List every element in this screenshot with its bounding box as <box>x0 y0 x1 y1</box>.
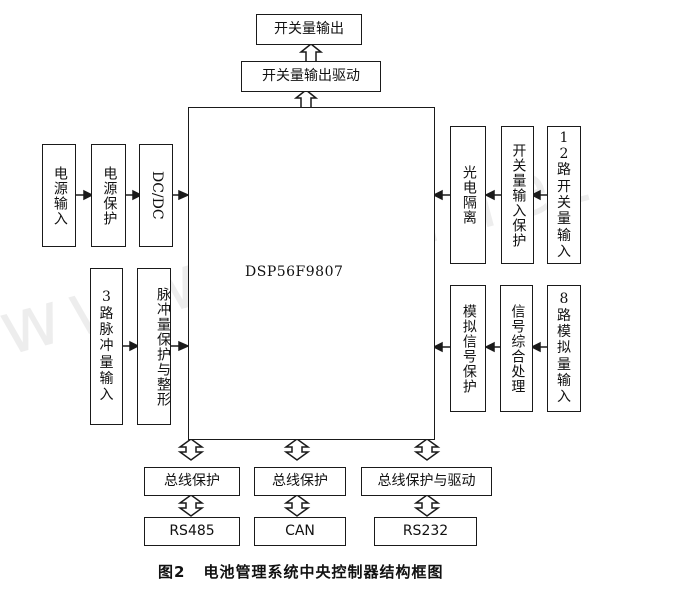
dcdc-block: DC/DC <box>139 144 173 247</box>
arrow-core-bus1 <box>177 438 205 461</box>
pulse-protect-block: 脉冲量保护与整形 <box>137 268 171 425</box>
arrow-bus3-rs232 <box>413 494 441 517</box>
figure-number: 图2 <box>158 563 186 581</box>
arrow-core-bus2 <box>283 438 311 461</box>
arrow-head-process <box>530 341 541 353</box>
pulse-input-label: 3路脉冲量输入 <box>99 289 114 404</box>
arrow-head-core-left-bottom <box>178 340 190 352</box>
arrow-head-core-right-top <box>432 189 443 201</box>
arrow-head-dcdc <box>132 189 143 201</box>
arrow-core-to-driver <box>293 89 319 108</box>
arrow-driver-to-output <box>298 43 324 62</box>
bus-protect-drive-block: 总线保护与驱动 <box>361 467 492 496</box>
arrow-bus2-can <box>283 494 311 517</box>
optocoupler-block: 光电隔离 <box>450 126 486 264</box>
arrow-head-analog-protect <box>484 341 495 353</box>
arrow-head-switch-protect <box>530 189 541 201</box>
power-input-block: 电源输入 <box>42 144 76 247</box>
can-block: CAN <box>254 517 346 546</box>
switch-input-label: 12路开关量输入 <box>556 129 571 261</box>
figure-title: 电池管理系统中央控制器结构框图 <box>203 563 444 581</box>
bus-protect-1-block: 总线保护 <box>144 467 240 496</box>
bus-protect-2-block: 总线保护 <box>254 467 346 496</box>
rs485-block: RS485 <box>144 517 240 546</box>
rs232-block: RS232 <box>374 517 477 546</box>
switch-input-block: 12路开关量输入 <box>547 126 581 264</box>
dsp-core-block <box>188 107 435 440</box>
figure-caption: 图2 电池管理系统中央控制器结构框图 <box>158 561 443 582</box>
pulse-input-block: 3路脉冲量输入 <box>90 268 123 425</box>
arrow-head-pulse-protect <box>129 340 140 352</box>
switch-output-driver-block: 开关量输出驱动 <box>241 61 381 92</box>
switch-output-block: 开关量输出 <box>256 14 362 45</box>
switch-input-protect-block: 开关量输入保护 <box>501 126 534 264</box>
arrow-core-bus3 <box>413 438 441 461</box>
arrow-head-power-protect <box>83 189 94 201</box>
analog-input-label: 8路模拟量输入 <box>557 291 571 406</box>
dsp-core-label: DSP56F9807 <box>245 264 344 280</box>
arrow-head-core-left-top <box>178 189 190 201</box>
analog-input-block: 8路模拟量输入 <box>547 285 581 412</box>
signal-process-block: 信号综合处理 <box>500 285 533 412</box>
arrow-bus1-rs485 <box>177 494 205 517</box>
analog-signal-protect-block: 模拟信号保护 <box>450 285 486 412</box>
arrow-head-core-right-bottom <box>432 341 443 353</box>
power-protect-block: 电源保护 <box>91 144 126 247</box>
arrow-head-opto <box>484 189 495 201</box>
